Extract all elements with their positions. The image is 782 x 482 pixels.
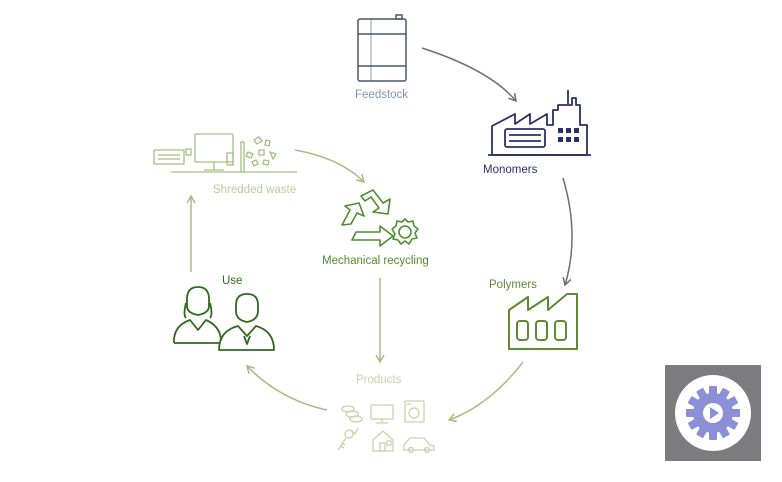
arrow-feedstock-to-monomers — [421, 47, 517, 103]
chemical-plant-icon — [488, 90, 591, 156]
oil-barrel-icon — [357, 14, 407, 82]
polymers-label: Polymers — [489, 279, 537, 291]
arrow-monomers-to-polymers — [562, 177, 573, 287]
video-play-button[interactable] — [665, 365, 761, 461]
arrow-products-to-use — [245, 364, 328, 411]
use-label: Use — [222, 275, 243, 287]
shredded-waste-label: Shredded waste — [213, 184, 297, 196]
factory-icon — [508, 293, 578, 350]
arrow-shredded-to-recycling — [294, 149, 366, 184]
electronics-waste-icon — [153, 133, 297, 173]
mechanical-recycling-label: Mechanical recycling — [322, 255, 429, 267]
gear-play-icon — [686, 386, 740, 440]
feedstock-label: Feedstock — [355, 89, 409, 101]
play-circle[interactable] — [675, 375, 751, 451]
people-icon — [173, 286, 275, 351]
arrow-polymers-to-products — [447, 361, 524, 423]
monomers-label: Monomers — [483, 164, 538, 176]
consumer-products-icon — [337, 400, 435, 454]
products-label: Products — [356, 374, 402, 386]
recycle-gear-icon — [341, 189, 419, 247]
